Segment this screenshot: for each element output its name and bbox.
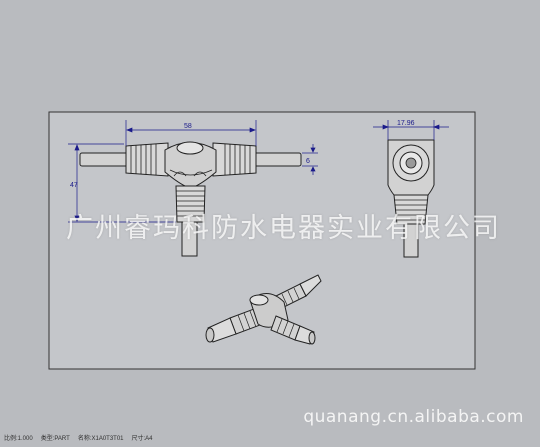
dim-side-width: 17.96 [397, 120, 415, 127]
front-right-grip [212, 142, 257, 177]
front-down-grip [175, 185, 206, 223]
status-name: 名称:X1A0T3T01 [77, 436, 124, 442]
status-bar: 比例:1.000 类型:PART 名称:X1A0T3T01 尺寸:A4 [4, 433, 153, 445]
status-scale: 比例:1.000 [4, 436, 33, 442]
company-watermark: 广州睿玛科防水电器实业有限公司 [66, 213, 501, 244]
footer-url: quanang.cn.alibaba.com [303, 407, 524, 427]
front-dimensions [68, 120, 318, 223]
side-down-grip [393, 194, 429, 225]
side-view [387, 139, 435, 258]
side-core [405, 157, 417, 169]
front-left-grip [125, 142, 169, 177]
status-type: 类型:PART [40, 436, 70, 442]
iso-hub-cap [249, 294, 269, 306]
isometric-view [205, 274, 322, 345]
side-dimensions [373, 120, 449, 140]
iso-down-tube-end [308, 331, 316, 345]
iso-left-tube-end [205, 327, 215, 343]
front-down-tube [181, 221, 198, 257]
front-hub-top-cap [176, 141, 204, 155]
front-view [79, 141, 302, 257]
front-right-tube [251, 152, 302, 167]
dim-front-tube: 6 [306, 158, 310, 165]
dim-front-width: 58 [184, 123, 192, 130]
status-size: 尺寸:A4 [131, 436, 153, 442]
side-down-tube [403, 223, 419, 258]
front-left-tube [79, 152, 131, 167]
dim-front-height: 47 [70, 182, 78, 189]
